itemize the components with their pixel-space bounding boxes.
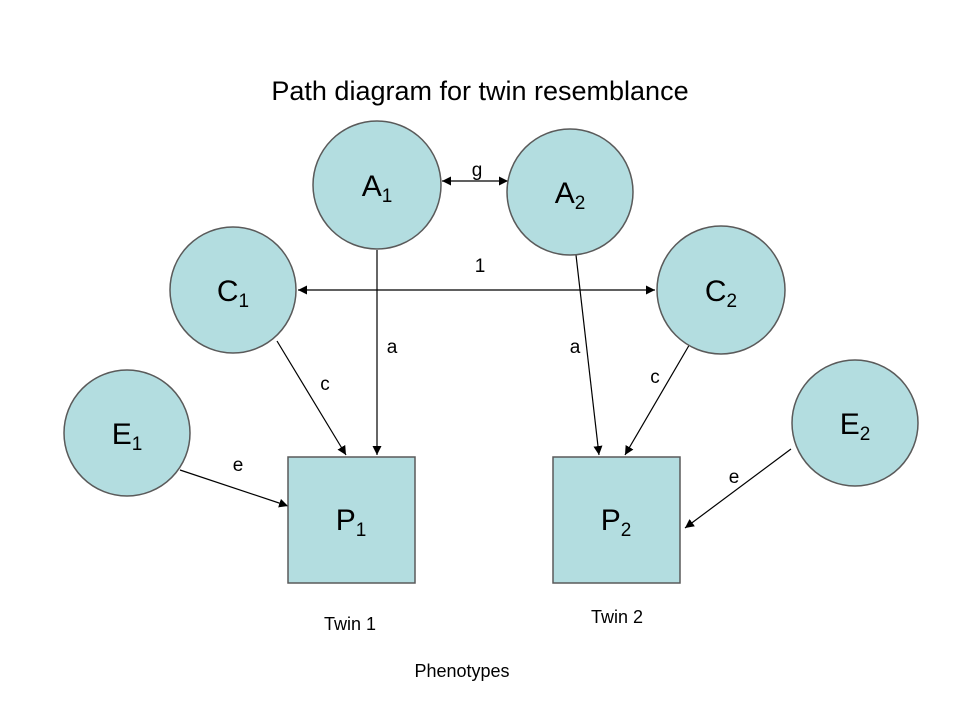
edge-label-c-twin1: c bbox=[320, 374, 330, 395]
node-P1: P1 bbox=[287, 456, 416, 584]
edge-label-a-twin2: a bbox=[570, 337, 581, 358]
node-P2-label: P2 bbox=[601, 504, 632, 541]
node-C1-circle bbox=[169, 226, 297, 354]
node-E2-circle bbox=[791, 359, 919, 487]
node-A2-circle bbox=[506, 128, 634, 256]
edge-e-E2-P2 bbox=[684, 448, 792, 529]
edge-label-1: 1 bbox=[475, 256, 486, 277]
node-E1-circle bbox=[63, 369, 191, 497]
node-P1-square bbox=[287, 456, 416, 584]
caption-phenotypes: Phenotypes bbox=[414, 661, 509, 681]
node-C1-label: C1 bbox=[217, 275, 249, 312]
edge-label-g: g bbox=[472, 160, 483, 181]
node-C2-label: C2 bbox=[705, 275, 737, 312]
node-A2: A2 bbox=[506, 128, 634, 256]
node-E2: E2 bbox=[791, 359, 919, 487]
node-E2-label: E2 bbox=[840, 408, 871, 445]
caption-twin-1: Twin 1 bbox=[324, 614, 376, 634]
edge-label-e-twin2: e bbox=[729, 467, 740, 488]
edge-a-A2-P2 bbox=[575, 254, 603, 456]
edge-c-C1-P1 bbox=[276, 340, 347, 456]
node-P2: P2 bbox=[552, 456, 681, 584]
node-A1-circle bbox=[312, 120, 442, 250]
node-C2: C2 bbox=[656, 225, 786, 355]
node-A1-label: A1 bbox=[362, 170, 393, 207]
edge-e-E1-P1 bbox=[179, 469, 289, 508]
node-P2-square bbox=[552, 456, 681, 584]
edge-label-c-twin2: c bbox=[650, 367, 660, 388]
node-C1: C1 bbox=[169, 226, 297, 354]
edge-c-C2-P2 bbox=[624, 341, 692, 456]
node-A1: A1 bbox=[312, 120, 442, 250]
node-C2-circle bbox=[656, 225, 786, 355]
node-A2-label: A2 bbox=[555, 177, 586, 214]
diagram-title: Path diagram for twin resemblance bbox=[271, 76, 688, 106]
node-P1-label: P1 bbox=[336, 504, 367, 541]
node-E1: E1 bbox=[63, 369, 191, 497]
caption-twin-2: Twin 2 bbox=[591, 607, 643, 627]
edge-label-e-twin1: e bbox=[233, 455, 244, 476]
edge-label-a-twin1: a bbox=[387, 337, 398, 358]
node-E1-label: E1 bbox=[112, 418, 143, 455]
